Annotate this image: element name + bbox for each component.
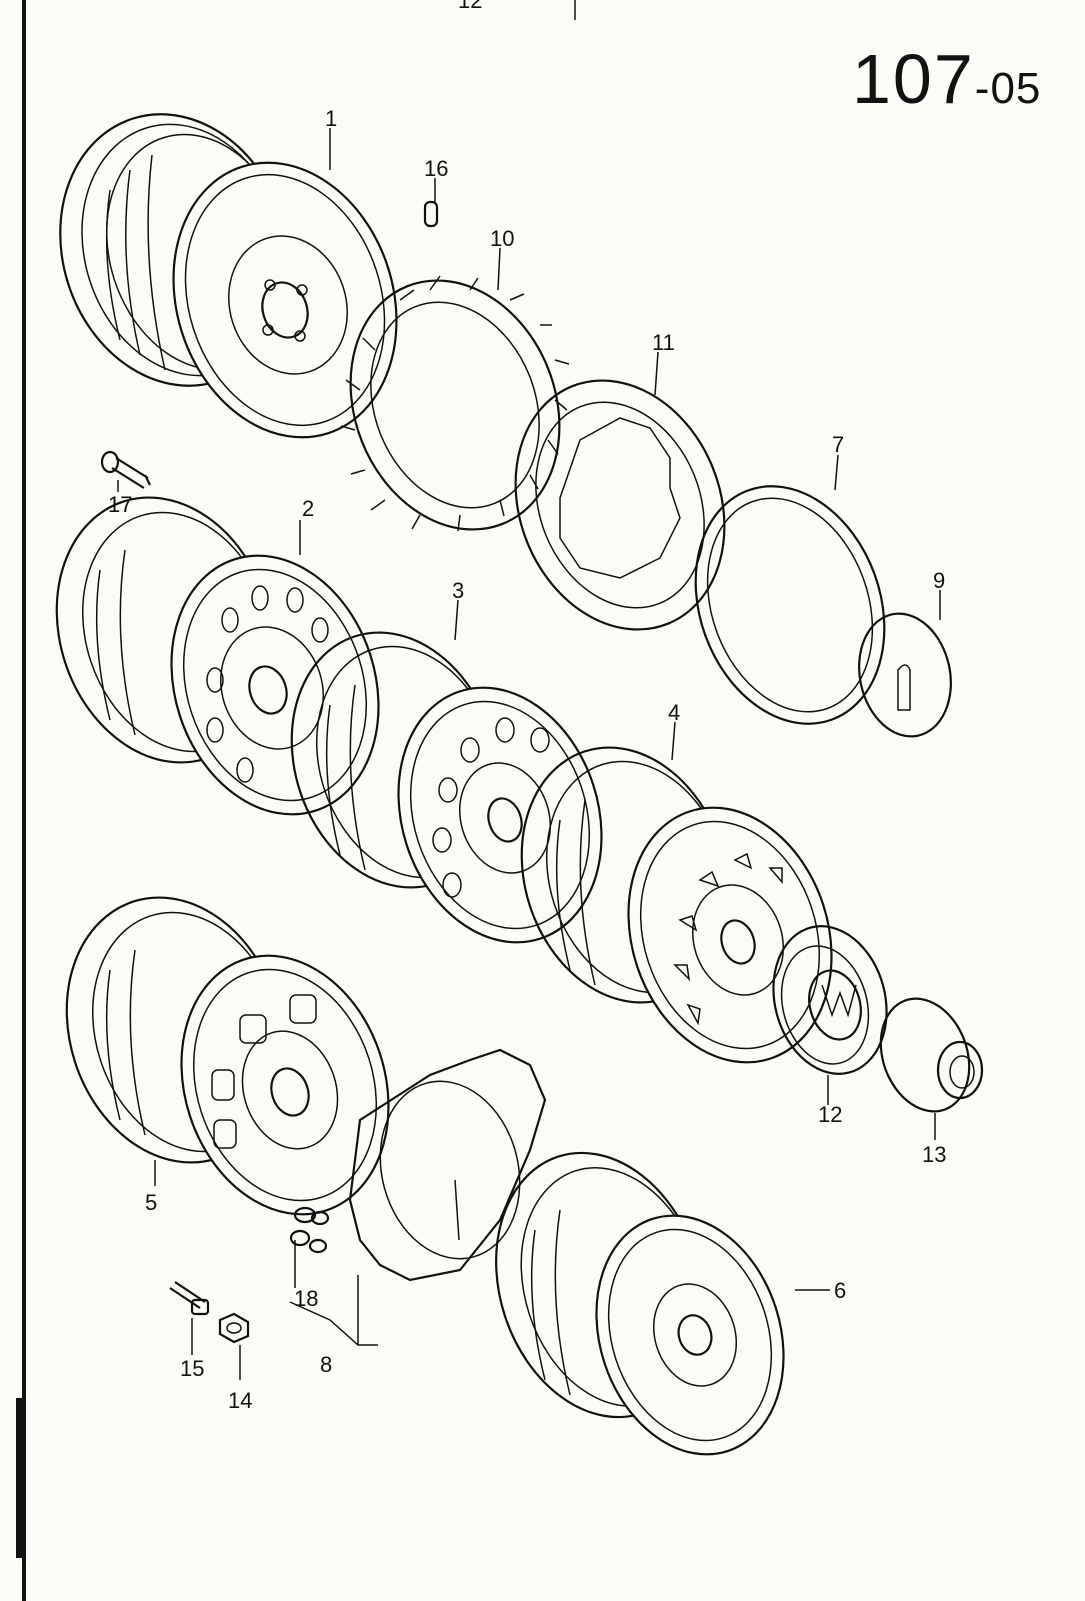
- callout-16: 16: [424, 156, 448, 181]
- page-binding-rule: [22, 0, 26, 1601]
- callout-18: 18: [294, 1286, 318, 1311]
- callout-10: 10: [490, 226, 514, 251]
- callout-17: 17: [108, 492, 132, 517]
- callout-6: 6: [834, 1278, 846, 1303]
- callout-5: 5: [145, 1190, 157, 1215]
- nut-14: [218, 1312, 250, 1344]
- callout-13: 13: [922, 1142, 946, 1167]
- callout-9: 9: [933, 568, 945, 593]
- callout-2: 2: [302, 496, 314, 521]
- wheel-5: [65, 896, 390, 1216]
- leader-lines: [117, 0, 941, 1380]
- hubcap-trim-ring-10: [340, 275, 570, 532]
- bolt-17: [100, 450, 151, 489]
- wheel-2: [55, 496, 380, 816]
- callout-12: 12: [818, 1102, 842, 1127]
- wheel-4: [520, 746, 833, 1064]
- page-number-suffix: -05: [974, 64, 1042, 113]
- callout-4: 4: [668, 700, 680, 725]
- wheel-6: [495, 1151, 785, 1456]
- page-number-main: 107: [852, 40, 975, 118]
- callout-14: 14: [228, 1388, 252, 1413]
- wheel-1: [59, 113, 398, 439]
- callout-1: 1: [325, 106, 337, 131]
- callout-8: 8: [320, 1352, 332, 1377]
- callout-7: 7: [832, 432, 844, 457]
- wheel-3: [290, 631, 603, 944]
- callout-3: 3: [452, 578, 464, 603]
- clips-18: [289, 1206, 330, 1254]
- hubcap-ring-11: [514, 379, 726, 631]
- trim-plate-8: [348, 1048, 547, 1282]
- bolt-15: [169, 1281, 210, 1316]
- hub-cap-13: [879, 997, 984, 1113]
- center-cap-9: [858, 612, 952, 738]
- callout-15: 15: [180, 1356, 204, 1381]
- page-number: 107-05: [852, 44, 1041, 114]
- valve-16: [423, 200, 439, 228]
- trim-ring-7: [694, 485, 886, 725]
- callout-numbers: 1 2 3 4 5 6 7 8 9 10 11 12 13 14 15 16 1…: [108, 0, 946, 1413]
- callout-11: 11: [652, 330, 675, 355]
- page-binding-rule-bold: [16, 1398, 26, 1558]
- callout-12-top: 12: [458, 0, 482, 13]
- center-cap-12: [772, 925, 888, 1075]
